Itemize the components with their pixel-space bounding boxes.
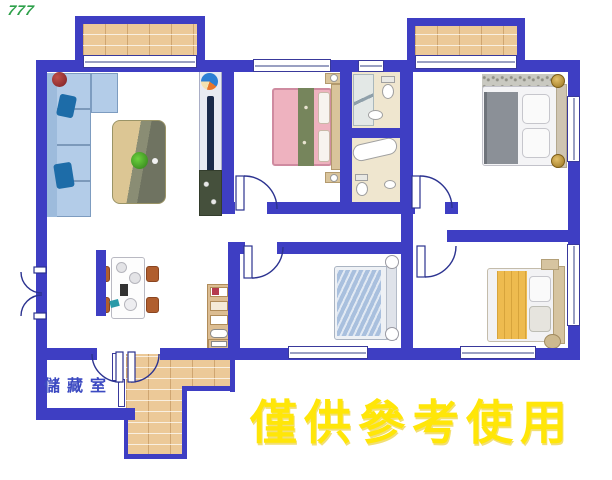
sink-icon <box>368 110 383 120</box>
balcony-floor <box>415 26 517 57</box>
sink-icon <box>384 180 396 189</box>
lamp-icon <box>330 74 338 82</box>
dining-partition-wall <box>96 250 106 316</box>
tv-stand-cabinet <box>199 170 222 216</box>
balcony-wall <box>197 16 205 62</box>
door-leaf <box>235 175 245 211</box>
stool-icon <box>544 334 561 349</box>
window-icon <box>288 346 368 359</box>
balcony-wall <box>517 18 525 60</box>
hall-wall-segment <box>445 202 458 214</box>
porch-border <box>124 420 128 458</box>
shelf-cell <box>210 329 228 338</box>
bed-pillow <box>529 306 551 332</box>
plate-icon <box>124 298 137 311</box>
balcony-wall <box>407 18 525 26</box>
window-icon <box>253 59 331 72</box>
window-icon <box>567 96 580 162</box>
bed-pillow <box>318 130 330 162</box>
decor-logo-icon <box>201 73 218 90</box>
bed-pillow <box>318 92 330 124</box>
toilet-icon <box>355 174 368 181</box>
balcony-wall <box>75 16 83 62</box>
bed-duvet <box>337 270 381 336</box>
dining-chair-icon <box>146 266 159 282</box>
storage-bottom-wall <box>36 408 135 420</box>
toilet-bowl <box>356 182 368 196</box>
window-icon <box>567 244 580 326</box>
shelf-item <box>212 288 219 295</box>
window-icon <box>415 55 517 69</box>
bed-pillow <box>522 94 550 124</box>
balcony-floor <box>83 24 197 57</box>
porch-floor <box>126 354 182 456</box>
bed-headboard <box>553 266 565 344</box>
toilet-icon <box>381 76 395 83</box>
table-decor <box>152 158 158 164</box>
porch-border <box>230 352 235 392</box>
window-icon <box>460 346 536 359</box>
door-swing-icon <box>424 245 457 278</box>
shoe-cabinet-front <box>211 341 227 347</box>
middle-bedroom-left-wall <box>228 242 240 350</box>
plate-icon <box>116 262 127 273</box>
left-wall <box>36 60 47 420</box>
hall-wall-segment <box>267 202 415 214</box>
bed-blanket <box>298 88 314 166</box>
watermark-text: 僅供參考使用 <box>250 396 574 449</box>
window-icon <box>358 60 384 72</box>
nightstand-icon <box>541 259 559 270</box>
sliding-door-icon <box>112 353 119 381</box>
nightstand-icon <box>385 327 399 341</box>
middle-bedroom-top-wall <box>277 242 401 254</box>
porch-border <box>124 454 187 459</box>
storage-room-label: 儲藏室 <box>44 378 114 395</box>
table-item <box>120 284 128 296</box>
sliding-door-icon <box>118 379 125 407</box>
middle-bedroom-right-wall <box>401 214 413 350</box>
nightstand-icon <box>385 255 399 269</box>
bathroom-right-wall <box>400 60 413 208</box>
bed-duvet <box>497 271 527 339</box>
bed-duvet <box>484 92 518 164</box>
hall-wall-segment <box>222 202 235 214</box>
sofa-pillow <box>53 161 75 190</box>
toilet-bowl <box>382 84 394 99</box>
sofa-backrest <box>47 73 57 217</box>
bathroom-left-wall <box>340 60 352 208</box>
tv-screen-icon <box>207 96 214 182</box>
master-bottom-wall <box>447 230 580 242</box>
plate-icon <box>129 272 141 284</box>
balcony-wall <box>407 18 415 60</box>
plant-icon <box>131 152 148 169</box>
door-leaf <box>416 245 426 278</box>
living-bedroom-wall <box>222 60 234 214</box>
window-icon <box>83 55 197 68</box>
sofa-pillow-red <box>52 72 67 87</box>
bed-pillow <box>529 276 551 302</box>
shelf-cell <box>210 301 228 311</box>
dining-chair-icon <box>146 297 159 313</box>
porch-border <box>182 386 187 459</box>
porch-border <box>182 386 235 391</box>
balcony-wall <box>75 16 205 24</box>
bathroom-divider-wall <box>352 128 400 138</box>
shelf-cell <box>210 287 228 297</box>
bed-pillow <box>522 128 550 158</box>
lamp-icon <box>551 154 565 168</box>
sofa-chaise <box>91 73 118 113</box>
shelf-cell <box>210 315 228 325</box>
lamp-icon <box>551 74 565 88</box>
corner-mark: 777 <box>6 2 36 18</box>
lamp-icon <box>330 174 338 182</box>
door-leaf <box>243 245 253 279</box>
bottom-wall-left <box>36 348 97 360</box>
